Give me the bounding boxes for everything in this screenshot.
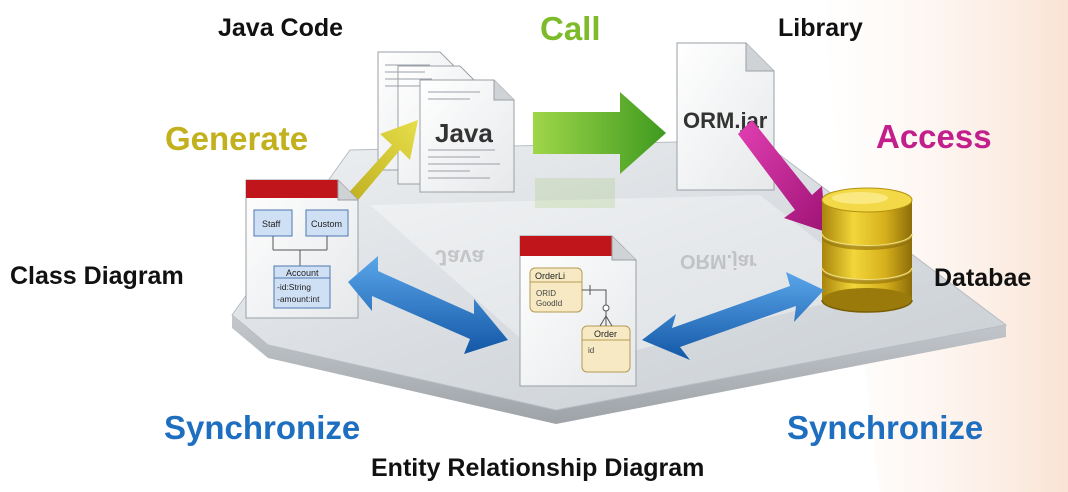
class-diagram-label: Class Diagram <box>10 262 184 290</box>
call-arrow <box>533 92 666 174</box>
svg-text:Java: Java <box>435 245 485 270</box>
access-label: Access <box>876 118 992 155</box>
background-decoration <box>820 0 1068 492</box>
call-label: Call <box>540 10 601 47</box>
class-attr-id: -id:String <box>277 282 311 292</box>
synchronize-arrow-left <box>348 256 508 354</box>
erd-entity1-attr1: ORID <box>536 289 556 298</box>
class-account-label: Account <box>286 268 319 278</box>
erd-label: Entity Relationship Diagram <box>371 454 705 482</box>
database-label: Databae <box>934 264 1032 292</box>
java-code-documents: Java <box>377 51 515 193</box>
synchronize-right-label: Synchronize <box>787 409 984 446</box>
erd-entity1-name: OrderLi <box>535 271 565 281</box>
generate-label: Generate <box>165 120 309 157</box>
library-label: Library <box>778 14 863 42</box>
erd-entity2-attr1: id <box>588 346 594 355</box>
library-document: ORM.jar <box>676 42 775 191</box>
reflections: Java ORM.jar <box>435 178 757 272</box>
class-attr-amount: -amount:int <box>277 294 320 304</box>
erd-entity2-name: Order <box>594 329 617 339</box>
java-code-label: Java Code <box>218 14 344 42</box>
synchronize-left-label: Synchronize <box>164 409 361 446</box>
class-staff-label: Staff <box>262 219 281 229</box>
access-arrow <box>738 120 826 232</box>
database-icon <box>821 187 913 313</box>
erd-document: OrderLi ORID GoodId Order id <box>519 235 637 387</box>
class-custom-label: Custom <box>311 219 342 229</box>
generate-arrow <box>333 120 418 212</box>
erd-entity1-attr2: GoodId <box>536 299 562 308</box>
class-diagram-document: Staff Custom Account -id:String -amount:… <box>245 179 359 319</box>
java-doc-title: Java <box>435 118 493 148</box>
svg-text:ORM.jar: ORM.jar <box>680 250 757 272</box>
synchronize-arrow-right <box>642 272 824 360</box>
